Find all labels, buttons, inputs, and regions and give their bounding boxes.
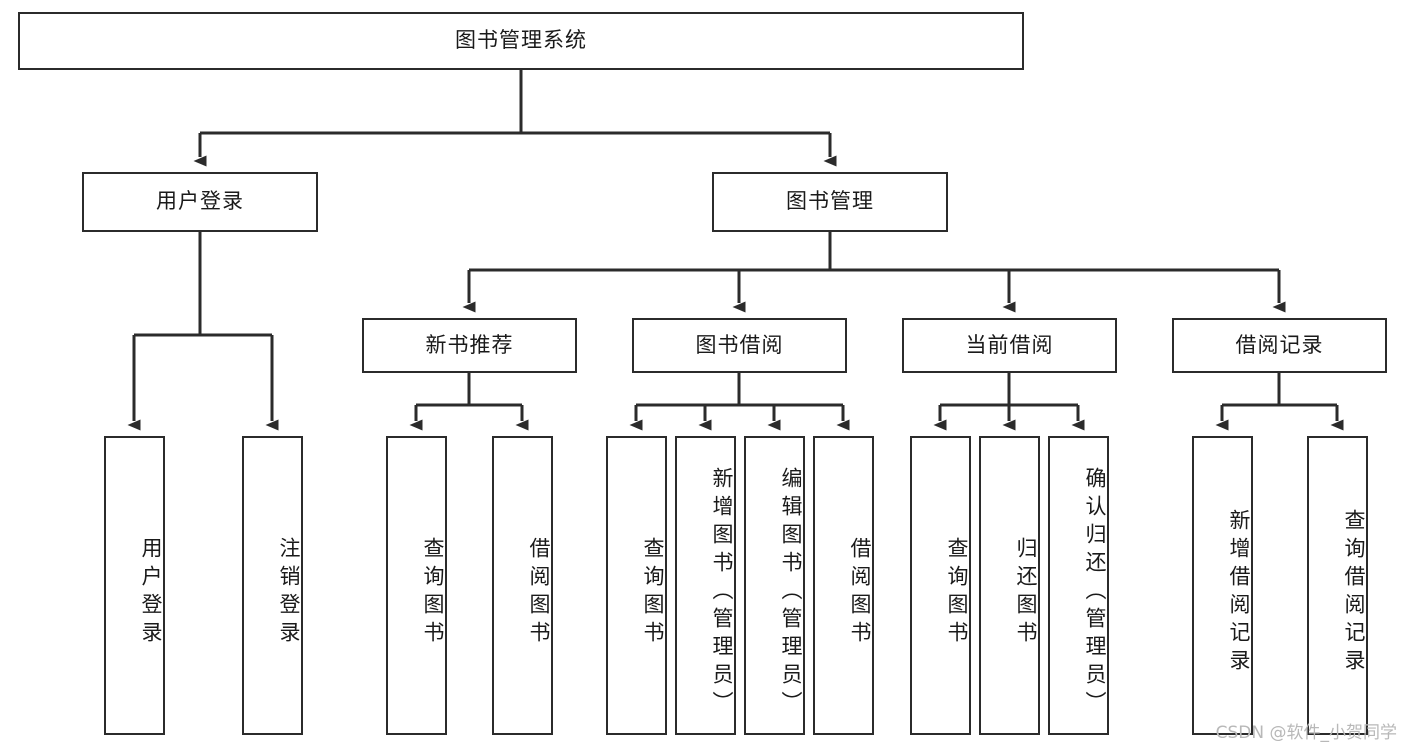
node-leaf-logout[interactable]: 注销登录 bbox=[242, 436, 303, 735]
node-label: 确认归还（管理员） bbox=[1083, 466, 1107, 719]
node-leaf-borrow-book[interactable]: 借阅图书 bbox=[813, 436, 874, 735]
node-label: 用户登录 bbox=[156, 189, 244, 214]
node-label: 新书推荐 bbox=[425, 332, 514, 357]
node-leaf-return-book[interactable]: 归还图书 bbox=[979, 436, 1040, 735]
node-label: 编辑图书（管理员） bbox=[779, 466, 803, 719]
node-label: 图书管理系统 bbox=[455, 28, 587, 53]
node-label: 图书借阅 bbox=[695, 332, 784, 357]
node-label: 查询图书 bbox=[945, 536, 969, 649]
node-leaf-add-book[interactable]: 新增图书（管理员） bbox=[675, 436, 736, 735]
node-leaf-add-borrow-record[interactable]: 新增借阅记录 bbox=[1192, 436, 1253, 735]
node-current-borrow[interactable]: 当前借阅 bbox=[902, 318, 1117, 373]
node-book-borrow[interactable]: 图书借阅 bbox=[632, 318, 847, 373]
node-label: 新增图书（管理员） bbox=[710, 466, 734, 719]
node-book-manage[interactable]: 图书管理 bbox=[712, 172, 948, 232]
node-label: 借阅记录 bbox=[1235, 332, 1324, 357]
node-leaf-user-login[interactable]: 用户登录 bbox=[104, 436, 165, 735]
node-leaf-confirm-return[interactable]: 确认归还（管理员） bbox=[1048, 436, 1109, 735]
node-label: 注销登录 bbox=[277, 536, 301, 649]
node-leaf-edit-book[interactable]: 编辑图书（管理员） bbox=[744, 436, 805, 735]
node-label: 查询图书 bbox=[421, 536, 445, 649]
node-leaf-borrow-book-recommend[interactable]: 借阅图书 bbox=[492, 436, 553, 735]
node-label: 借阅图书 bbox=[848, 536, 872, 649]
node-label: 当前借阅 bbox=[965, 332, 1054, 357]
node-leaf-query-book-recommend[interactable]: 查询图书 bbox=[386, 436, 447, 735]
node-label: 借阅图书 bbox=[527, 536, 551, 649]
node-label: 新增借阅记录 bbox=[1227, 508, 1251, 677]
node-leaf-query-book-current[interactable]: 查询图书 bbox=[910, 436, 971, 735]
node-root-book-management-system[interactable]: 图书管理系统 bbox=[18, 12, 1024, 70]
node-label: 用户登录 bbox=[139, 536, 163, 649]
csdn-watermark: CSDN @软件_小贺同学 bbox=[1215, 723, 1397, 743]
node-new-book-recommend[interactable]: 新书推荐 bbox=[362, 318, 577, 373]
node-label: 归还图书 bbox=[1014, 536, 1038, 649]
node-label: 查询图书 bbox=[641, 536, 665, 649]
node-label: 查询借阅记录 bbox=[1342, 508, 1366, 677]
node-user-login[interactable]: 用户登录 bbox=[82, 172, 318, 232]
node-borrow-record[interactable]: 借阅记录 bbox=[1172, 318, 1387, 373]
node-label: 图书管理 bbox=[786, 189, 874, 214]
node-leaf-query-borrow-record[interactable]: 查询借阅记录 bbox=[1307, 436, 1368, 735]
node-leaf-query-book-borrow[interactable]: 查询图书 bbox=[606, 436, 667, 735]
